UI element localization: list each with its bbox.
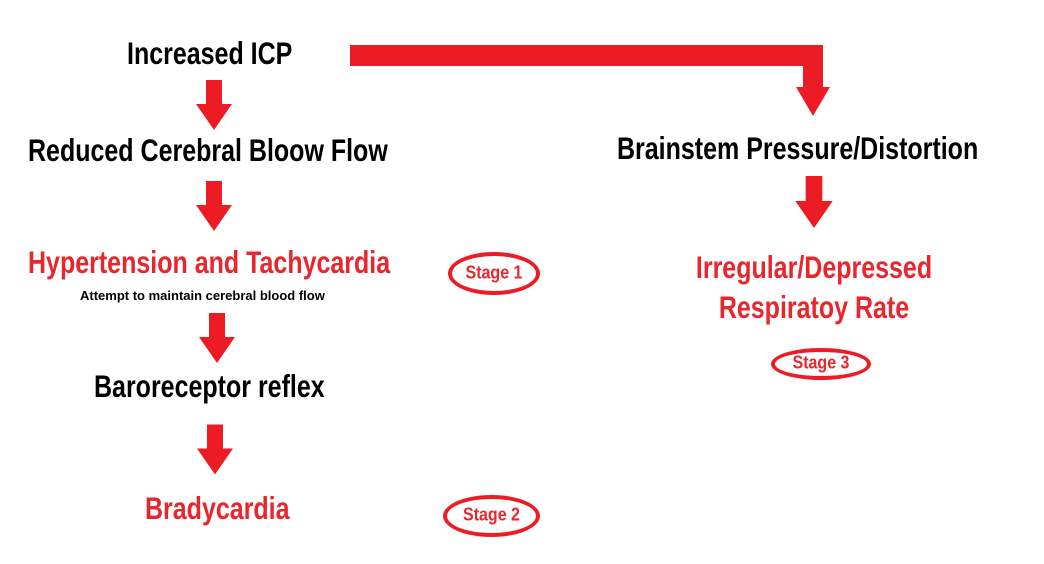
stage-1-label: Stage 1: [465, 263, 523, 283]
node-increased-icp: Increased ICP: [127, 36, 293, 72]
down-arrow-icon: [795, 176, 833, 228]
down-arrow-icon: [196, 80, 232, 130]
node-brainstem-pressure: Brainstem Pressure/Distortion: [617, 131, 979, 167]
stage-2-label: Stage 2: [463, 505, 520, 526]
node-bradycardia: Bradycardia: [145, 491, 290, 527]
node-baroreceptor-reflex: Baroreceptor reflex: [94, 369, 325, 405]
stage-3-badge: Stage 3: [771, 348, 871, 380]
down-arrow-icon: [196, 181, 232, 231]
stage-2-badge: Stage 2: [443, 495, 540, 537]
respiratory-line-1: Irregular/Depressed: [695, 250, 933, 286]
stage-1-badge: Stage 1: [448, 252, 540, 295]
node-hypertension-tachycardia: Hypertension and Tachycardia: [28, 245, 391, 281]
down-arrow-icon: [199, 313, 235, 363]
respiratory-line-2: Respiratoy Rate: [718, 290, 910, 326]
down-arrow-icon: [197, 424, 233, 475]
node-respiratory-rate: Irregular/Depressed Respiratoy Rate: [664, 248, 964, 328]
stage-3-label: Stage 3: [792, 353, 850, 374]
node-reduced-cerebral-blood-flow: Reduced Cerebral Bloow Flow: [28, 133, 388, 169]
hypertension-note: Attempt to maintain cerebral blood flow: [80, 288, 325, 303]
elbow-arrow-icon: [350, 45, 830, 116]
